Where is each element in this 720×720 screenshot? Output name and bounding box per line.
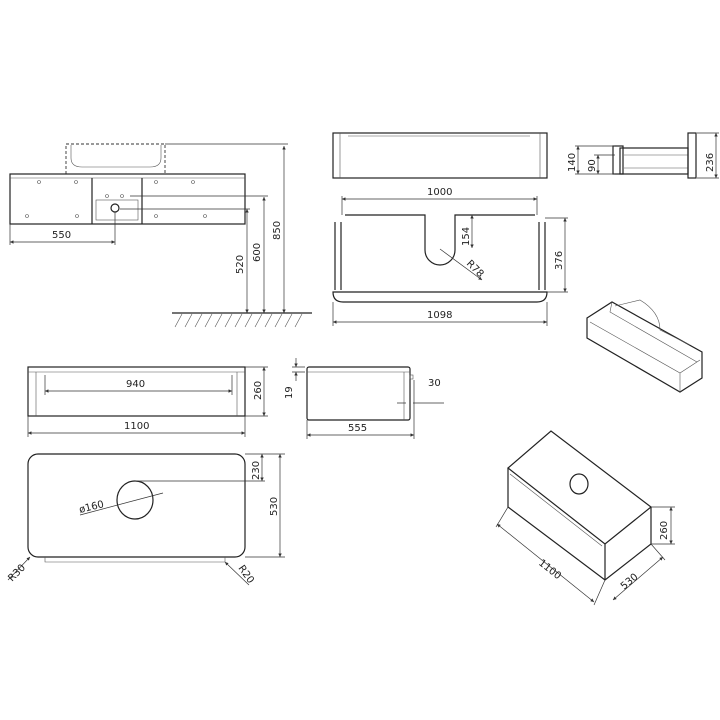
- dim-30: 30: [428, 378, 441, 389]
- side-view: 19 30 555: [284, 358, 444, 439]
- dim-850: 850: [272, 221, 283, 240]
- dim-555: 555: [348, 423, 367, 434]
- dim-154: 154: [461, 227, 472, 246]
- top-view: ø160 230 530 R30 R20: [6, 453, 285, 586]
- top-elevation-view: [332, 132, 548, 179]
- dim-phi160: ø160: [78, 499, 105, 516]
- side-drawer-view: 140 90 236: [567, 132, 719, 179]
- iso-dim-530: 530: [619, 572, 641, 593]
- front-view: 940 260 1100: [27, 366, 268, 437]
- dim-236: 236: [705, 153, 716, 172]
- dim-r78: R78: [464, 258, 486, 280]
- iso-drawer-view: [586, 299, 703, 393]
- dim-550: 550: [52, 230, 71, 241]
- dim-260: 260: [253, 381, 264, 400]
- dim-r30: R30: [6, 562, 28, 584]
- dim-1098: 1098: [427, 310, 452, 321]
- dim-1100: 1100: [124, 421, 149, 432]
- dim-376: 376: [554, 251, 565, 270]
- plan-cutout-view: 1000 154 R78 376 1098: [332, 187, 568, 326]
- dim-520: 520: [235, 255, 246, 274]
- dim-940: 940: [126, 379, 145, 390]
- iso-dim-1100: 1100: [536, 558, 563, 582]
- dim-1000: 1000: [427, 187, 452, 198]
- dim-140: 140: [567, 153, 578, 172]
- dim-230: 230: [251, 461, 262, 480]
- front-elevation-view: 550 520 600 850: [9, 143, 312, 328]
- dim-90: 90: [587, 159, 598, 172]
- dim-530: 530: [269, 497, 280, 516]
- dim-19: 19: [284, 386, 295, 399]
- iso-view: 1100 530 260: [495, 430, 675, 606]
- iso-dim-260: 260: [659, 521, 670, 540]
- dim-600: 600: [252, 243, 263, 262]
